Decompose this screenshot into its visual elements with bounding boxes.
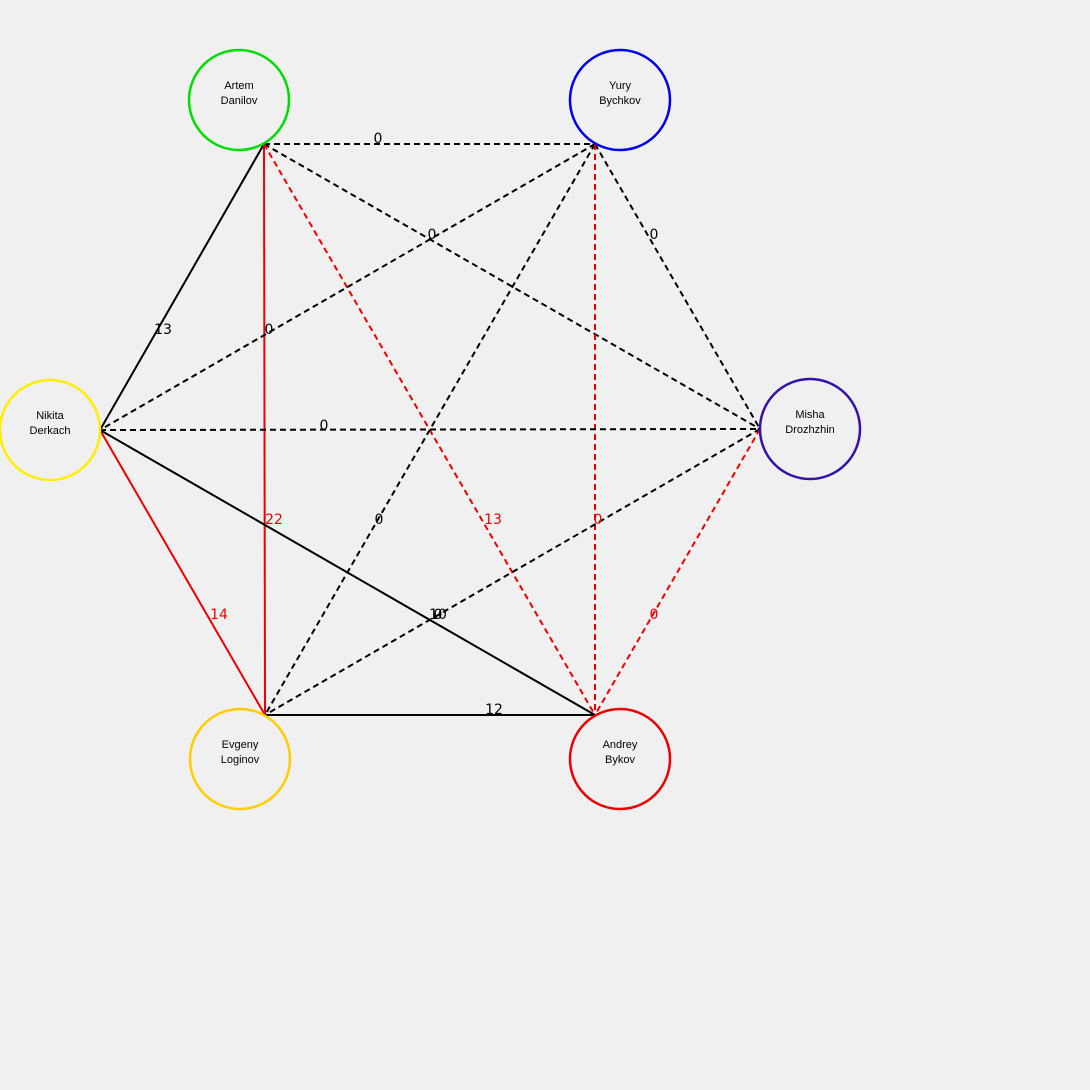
node-first-name: Evgeny [222, 739, 259, 751]
node-circle [758, 377, 862, 481]
edge-label-misha-evgeny: 0 [434, 607, 443, 623]
node-last-name: Loginov [221, 754, 260, 766]
node-first-name: Misha [795, 409, 825, 421]
node-last-name: Bychkov [599, 95, 641, 107]
edge-label-nikita-andrey: 10 [429, 607, 447, 623]
edge-label-misha-andrey: 0 [650, 607, 659, 623]
node-first-name: Artem [224, 80, 253, 92]
edges-layer [99, 143, 761, 716]
edge-label-yury-evgeny: 0 [375, 512, 384, 528]
edge-label-artem-evgeny: 22 [265, 512, 283, 528]
edge-yury-misha [594, 143, 761, 430]
edge-artem-misha [263, 143, 761, 430]
edge-yury-nikita [99, 143, 596, 431]
edge-label-artem-yury: 0 [374, 131, 383, 147]
node-circle [568, 48, 672, 152]
edge-misha-andrey [594, 428, 761, 716]
edge-label-yury-misha: 0 [650, 227, 659, 243]
node-last-name: Danilov [221, 95, 258, 107]
node-first-name: Yury [609, 80, 632, 92]
node-first-name: Andrey [603, 739, 638, 751]
edge-label-nikita-evgeny: 14 [210, 607, 228, 623]
node-circle [188, 707, 292, 811]
edge-nikita-evgeny [99, 429, 266, 716]
edge-misha-evgeny [264, 428, 761, 716]
node-last-name: Derkach [30, 425, 71, 437]
edge-artem-nikita [99, 143, 265, 431]
node-circle [0, 378, 102, 482]
edge-nikita-andrey [99, 429, 596, 716]
node-circle [187, 48, 291, 152]
edge-label-artem-misha: 0 [428, 227, 437, 243]
edge-label-artem-andrey: 13 [484, 512, 502, 528]
node-last-name: Drozhzhin [785, 424, 835, 436]
edge-label-evgeny-andrey: 12 [485, 702, 503, 718]
node-first-name: Nikita [36, 410, 64, 422]
node-circle [568, 707, 672, 811]
edge-label-artem-nikita: 13 [154, 322, 172, 338]
edge-label-yury-nikita: 0 [265, 322, 274, 338]
edge-label-yury-andrey: 0 [594, 512, 603, 528]
edge-label-nikita-misha: 0 [320, 418, 329, 434]
edge-nikita-misha [99, 428, 761, 431]
node-last-name: Bykov [605, 754, 635, 766]
